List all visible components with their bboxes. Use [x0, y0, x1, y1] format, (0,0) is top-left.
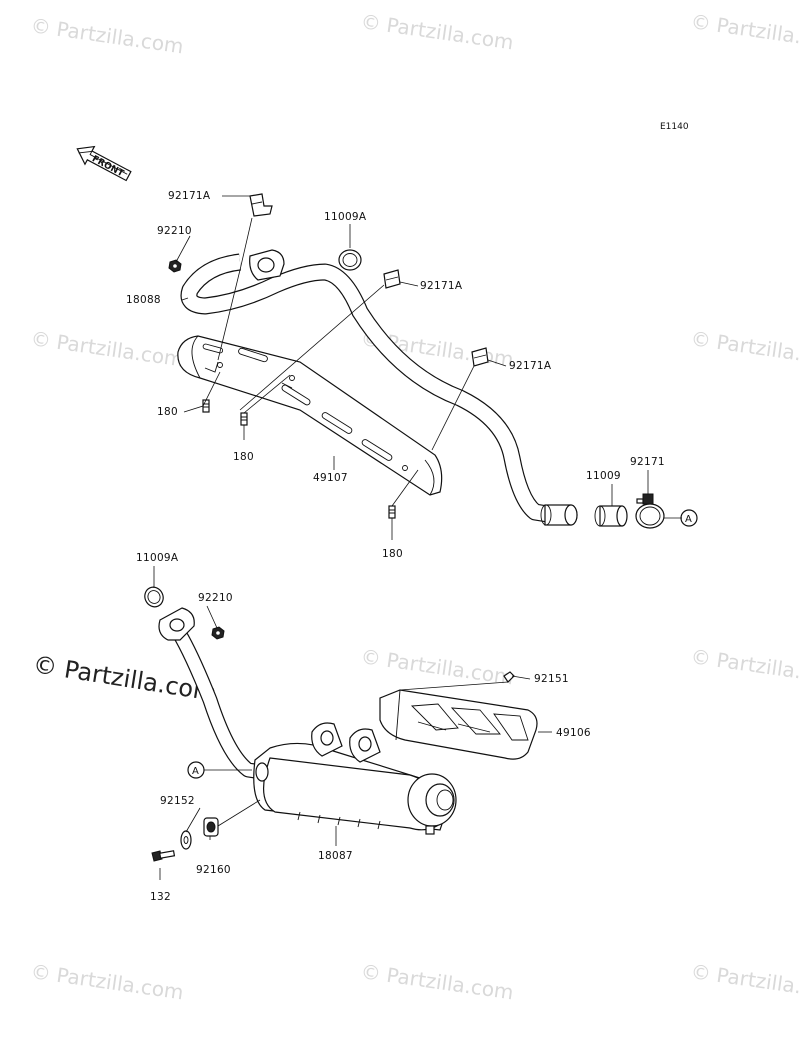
part-label-92171A: 92171A: [420, 280, 463, 292]
part-label-18088: 18088: [126, 294, 161, 306]
part-label-92171: 92171: [630, 456, 665, 468]
part-label-92171A: 92171A: [509, 360, 552, 372]
watermark-symbol: ©: [359, 9, 382, 36]
connector-A-upper: A: [680, 509, 698, 527]
clamp-92171A-middle: [383, 269, 401, 289]
clamp-92171-right: [635, 493, 665, 529]
diagram-code: E1140: [660, 122, 689, 132]
watermark-text: Partzilla.com: [385, 963, 515, 1005]
part-label-18087: 18087: [318, 850, 353, 862]
mid-pipe: [158, 607, 264, 780]
watermark-symbol: ©: [689, 9, 712, 36]
watermark-text: Partzilla.com: [715, 13, 800, 55]
grommet-92160: [203, 817, 219, 837]
watermark-symbol: ©: [359, 959, 382, 986]
watermark-tile: © Partzilla.com: [359, 9, 515, 54]
watermark-layer: © Partzilla.com © Partzilla.com © Partzi…: [29, 9, 800, 1004]
watermark-tile: © Partzilla.com: [29, 13, 185, 58]
part-label-92160: 92160: [196, 864, 231, 876]
watermark-tile: © Partzilla.com: [359, 644, 515, 689]
watermark-text: Partzilla.com: [55, 17, 185, 59]
watermark-tile: © Partzilla.com: [29, 959, 185, 1004]
watermark-text: Partzilla.com: [55, 330, 185, 372]
watermark-tile: © Partzilla.com: [689, 959, 800, 1004]
watermark-text: Partzilla.com: [715, 330, 800, 372]
gasket-11009A-lower: [144, 586, 164, 608]
washer-92152: [180, 830, 192, 850]
exhaust-header-18088: [180, 249, 578, 526]
heat-guard-49106: [379, 689, 538, 760]
nut-92210-upper: [168, 259, 182, 273]
clamp-92171A-top: [249, 193, 273, 217]
part-label-92210: 92210: [198, 592, 233, 604]
bolt-180-a: [202, 399, 210, 413]
part-label-11009A: 11009A: [136, 552, 179, 564]
bolt-180-c: [388, 505, 396, 519]
nut-92210-lower: [211, 626, 225, 640]
watermark-symbol: ©: [689, 644, 712, 671]
part-label-92210: 92210: [157, 225, 192, 237]
watermark-symbol: ©: [29, 959, 52, 986]
gasket-11009A-upper: [338, 249, 362, 271]
part-label-180: 180: [233, 451, 254, 463]
part-label-92152: 92152: [160, 795, 195, 807]
part-label-49106: 49106: [556, 727, 591, 739]
heat-shield-49107: [177, 335, 443, 496]
clamp-92171A-right: [471, 347, 489, 367]
watermark-tile: © Partzilla.com: [689, 326, 800, 371]
part-label-49107: 49107: [313, 472, 348, 484]
front-label: FRONT: [90, 154, 126, 179]
watermark-symbol: ©: [689, 959, 712, 986]
bolt-132: [151, 850, 176, 862]
front-arrow-icon: FRONT: [76, 145, 132, 182]
watermark-tile: © Partzilla.com: [689, 9, 800, 54]
muffler-18087: [253, 722, 457, 835]
part-label-92151: 92151: [534, 673, 569, 685]
sleeve-11009: [594, 505, 628, 527]
watermark-symbol: ©: [29, 13, 52, 40]
part-label-132: 132: [150, 891, 171, 903]
part-label-11009: 11009: [586, 470, 621, 482]
part-label-180: 180: [382, 548, 403, 560]
bolt-180-b: [240, 412, 248, 426]
watermark-symbol: ©: [29, 326, 52, 353]
connector-letter: A: [192, 766, 199, 777]
watermark-symbol: ©: [689, 326, 712, 353]
watermark-text: Partzilla.com: [715, 963, 800, 1005]
connector-letter: A: [685, 514, 692, 525]
upper-exhaust-assembly: A: [168, 193, 698, 540]
part-label-180: 180: [157, 406, 178, 418]
lower-leaders: [153, 566, 552, 880]
part-labels: 92171A 92210 11009A 92171A 18088 92171A …: [126, 190, 665, 903]
watermark-text: Partzilla.com: [55, 963, 185, 1005]
watermark-tile: © Partzilla.com: [689, 644, 800, 689]
watermark-text: Partzilla.com: [715, 648, 800, 690]
lower-exhaust-assembly: A: [144, 566, 552, 880]
watermark-tile: © Partzilla.com: [29, 326, 185, 371]
watermark-tile: © Partzilla.com: [359, 959, 515, 1004]
part-label-92171A: 92171A: [168, 190, 211, 202]
connector-A-lower: A: [187, 761, 205, 779]
part-label-11009A: 11009A: [324, 211, 367, 223]
upper-leaders: [175, 195, 682, 540]
watermark-text: Partzilla.com: [385, 13, 515, 55]
watermark-symbol: ©: [359, 644, 382, 671]
